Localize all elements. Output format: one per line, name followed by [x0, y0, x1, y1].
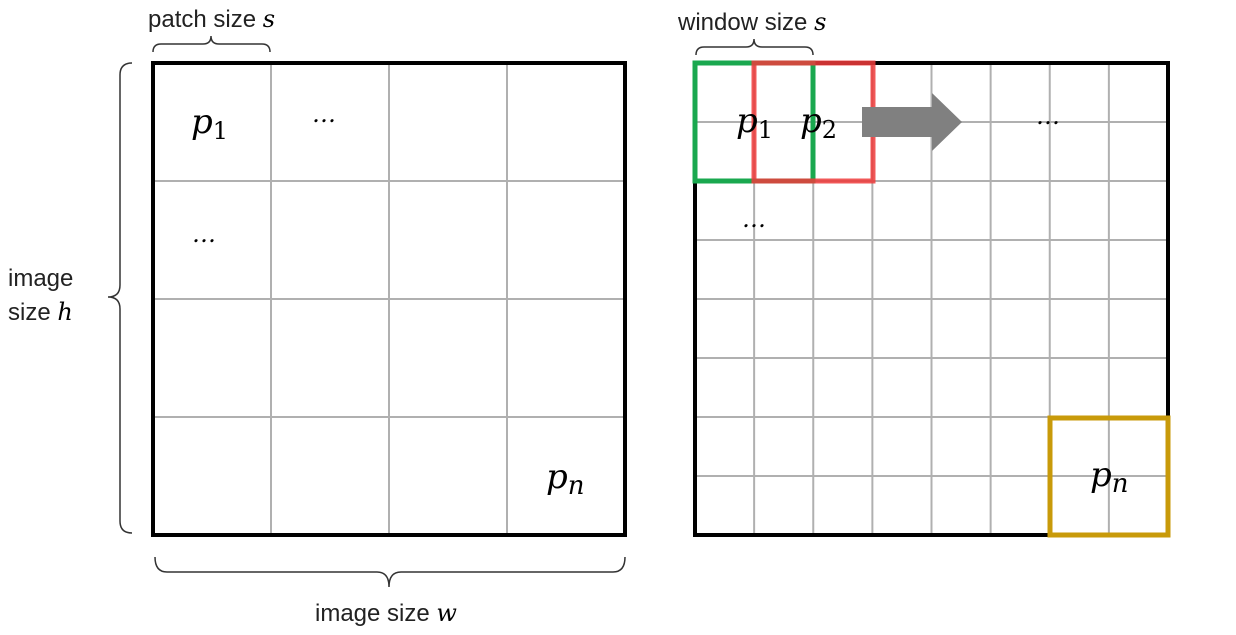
left-ellipsis-horizontal: … — [312, 100, 336, 128]
image-width-brace — [154, 556, 626, 588]
window-size-brace — [695, 38, 814, 56]
left-patch-pn-label: pn — [546, 457, 585, 501]
image-height-label-line2: size h — [8, 298, 73, 326]
last-window-box — [1047, 415, 1171, 538]
left-patch-p1-label: p1 — [191, 102, 228, 145]
left-image-frame — [151, 61, 627, 537]
slide-direction-arrow — [862, 93, 962, 151]
image-height-brace — [107, 62, 133, 534]
right-ellipsis-vertical: … — [742, 205, 766, 233]
image-width-label: image size w — [315, 599, 457, 627]
patch-size-label: patch size s — [148, 5, 275, 33]
left-ellipsis-vertical: … — [192, 220, 216, 248]
right-window-p1-label: p1 — [736, 101, 773, 144]
right-image-frame — [693, 61, 1170, 537]
window-size-label: window size s — [677, 8, 826, 36]
image-height-label-line1: image — [8, 265, 73, 292]
right-window-pn-label: pn — [1090, 455, 1129, 499]
right-window-p2-label: p2 — [800, 101, 837, 144]
left-patch-grid — [153, 63, 625, 535]
right-ellipsis-horizontal: … — [1036, 102, 1060, 130]
patch-size-brace — [152, 35, 271, 53]
